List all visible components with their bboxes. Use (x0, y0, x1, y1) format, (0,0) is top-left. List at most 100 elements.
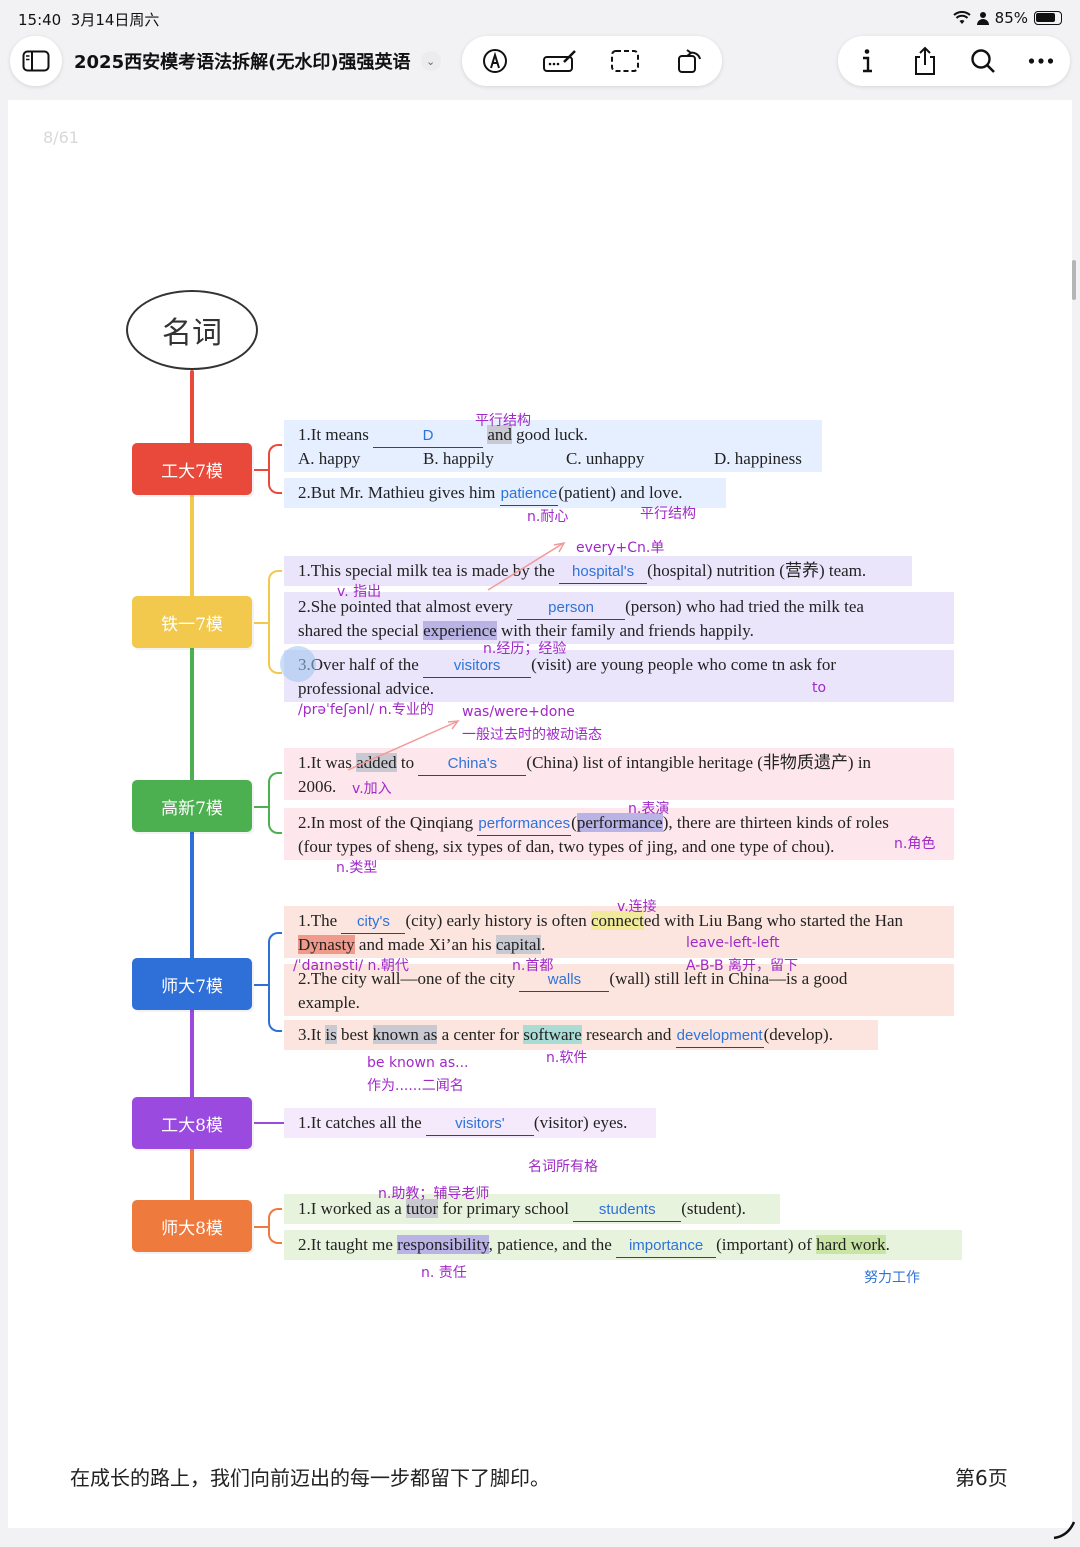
annotation: be known as... (367, 1055, 469, 1071)
question-line: 2.In most of the Qinqiang performances(p… (298, 812, 954, 836)
pen-icon[interactable] (477, 43, 513, 79)
answer-blank: hospital's (559, 561, 648, 584)
question-gongda8-1: 1.It catches all the visitors'(visitor) … (284, 1108, 656, 1138)
annotation: was/were+done (462, 704, 575, 720)
annotation: every+Cn.单 (576, 540, 665, 556)
status-indicators: 85% (952, 9, 1062, 27)
highlight: responsibility (397, 1235, 489, 1254)
question-line: 2006. (298, 777, 337, 796)
highlight: and (487, 425, 512, 444)
branch-gongda7: 工大7模 (132, 443, 252, 495)
option-c: C. unhappy (566, 449, 645, 468)
actions-pill (838, 36, 1070, 86)
question-gaoxin7-2: 2.In most of the Qinqiang performances(p… (284, 808, 954, 860)
option-d: D. happiness (714, 449, 802, 468)
bracket-gaoxin7 (268, 772, 282, 834)
annotation: 作为......二闻名 (367, 1078, 464, 1094)
annotation: /ˈdaɪnəsti/ n.朝代 (293, 958, 409, 974)
share-icon[interactable] (907, 43, 943, 79)
highlight: software (523, 1025, 582, 1044)
answer-blank: development (675, 1025, 764, 1048)
bracket-tick (254, 1122, 284, 1124)
annotation: v.加入 (352, 781, 392, 797)
question-gongda7-1: 1.It means D and good luck. A. happy B. … (284, 420, 822, 472)
markup-tools-pill (462, 36, 722, 86)
answer-blank: performances (477, 813, 572, 836)
question-tieyi7-1: 1.This special milk tea is made by the h… (284, 556, 912, 586)
info-icon[interactable] (849, 43, 885, 79)
question-line: 2.The city wall—one of the city walls(wa… (298, 968, 954, 992)
highlight: connect (590, 911, 644, 930)
question-gongda7-2: 2.But Mr. Mathieu gives him patience(pat… (284, 478, 726, 508)
sidebar-icon[interactable] (18, 43, 54, 79)
bracket-tick (254, 1226, 268, 1228)
annotation: 名词所有格 (528, 1159, 598, 1175)
annotation: 平行结构 (475, 413, 531, 429)
highlight: experience (423, 621, 497, 640)
chevron-down-icon[interactable]: ⌄ (420, 51, 441, 71)
spine-segment-blue (190, 806, 194, 984)
spine-segment-yellow (190, 470, 194, 622)
answer-blank: visitors' (425, 1113, 534, 1136)
spine-segment-orange (190, 1124, 194, 1226)
option-b: B. happily (423, 449, 494, 468)
rotate-icon[interactable] (672, 43, 708, 79)
battery-icon (1034, 11, 1062, 25)
scrollbar-thumb[interactable] (1072, 260, 1076, 300)
annotation: 一般过去时的被动语态 (462, 727, 602, 743)
annotation: n.耐心 (527, 509, 569, 525)
highlight: performance (576, 813, 663, 832)
markup-icon[interactable] (542, 43, 578, 79)
annotation: n.助教；辅导老师 (378, 1186, 490, 1202)
highlight: is (325, 1025, 337, 1044)
question-line: (four types of sheng, six types of dan, … (298, 837, 835, 856)
answer-blank: walls (519, 969, 610, 992)
branch-tieyi7: 铁一7模 (132, 596, 252, 648)
annotation: v.连接 (617, 899, 657, 915)
annotation: n.软件 (546, 1050, 588, 1066)
branch-gongda8: 工大8模 (132, 1097, 252, 1149)
bracket-tick (254, 806, 268, 808)
question-line: 1.The city's(city) early history is ofte… (298, 910, 954, 934)
annotation: n.角色 (894, 836, 936, 852)
annotation: 平行结构 (640, 506, 696, 522)
answer-blank: importance (616, 1235, 717, 1258)
question-shida7-2: 2.The city wall—one of the city walls(wa… (284, 964, 954, 1016)
question-shida8-1: 1.I worked as a tutor for primary school… (284, 1194, 780, 1224)
answer-blank: students (573, 1199, 682, 1222)
status-time: 15:40 3月14日周六 (18, 11, 160, 29)
person-icon (976, 12, 989, 25)
answer-blank: visitors (423, 655, 532, 678)
question-line: 1.It was added to China's(China) list of… (298, 752, 954, 776)
question-shida7-3: 3.It is best known as a center for softw… (284, 1020, 878, 1050)
status-bar: 15:40 3月14日周六 85% (0, 0, 1080, 36)
search-icon[interactable] (965, 43, 1001, 79)
question-shida8-2: 2.It taught me responsibility, patience,… (284, 1230, 962, 1260)
bracket-tieyi7 (268, 570, 282, 674)
highlight: added (356, 753, 397, 772)
bracket-tick (254, 984, 268, 986)
answer-blank: city's (341, 911, 406, 934)
document-title: 2025西安模考语法拆解(无水印)强强英语 (74, 52, 411, 73)
highlight: tutor (406, 1199, 439, 1218)
more-icon[interactable] (1023, 43, 1059, 79)
options-line: A. happy B. happily C. unhappy D. happin… (298, 448, 822, 470)
page-footer-number: 第6页 (955, 1466, 1008, 1490)
highlight: hard work (816, 1235, 886, 1254)
option-a: A. happy (298, 449, 361, 468)
selection-icon[interactable] (607, 43, 643, 79)
root-node: 名词 (126, 290, 258, 370)
question-line: example. (298, 993, 360, 1012)
answer-blank: person (517, 597, 626, 620)
page-number-indicator: 8/61 (43, 128, 79, 147)
bracket-tick (254, 622, 268, 624)
annotation: /prəˈfeʃənl/ n.专业的 (298, 702, 434, 718)
annotation: leave-left-left (686, 935, 780, 951)
sidebar-toggle-pill[interactable] (10, 36, 62, 86)
question-shida7-1: 1.The city's(city) early history is ofte… (284, 906, 954, 958)
bracket-tick (254, 469, 268, 471)
annotation: n.表演 (628, 801, 670, 817)
document-title-button[interactable]: 2025西安模考语法拆解(无水印)强强英语 ⌄ (62, 36, 462, 86)
branch-gaoxin7: 高新7模 (132, 780, 252, 832)
annotation: A-B-B 离开，留下 (686, 958, 799, 974)
